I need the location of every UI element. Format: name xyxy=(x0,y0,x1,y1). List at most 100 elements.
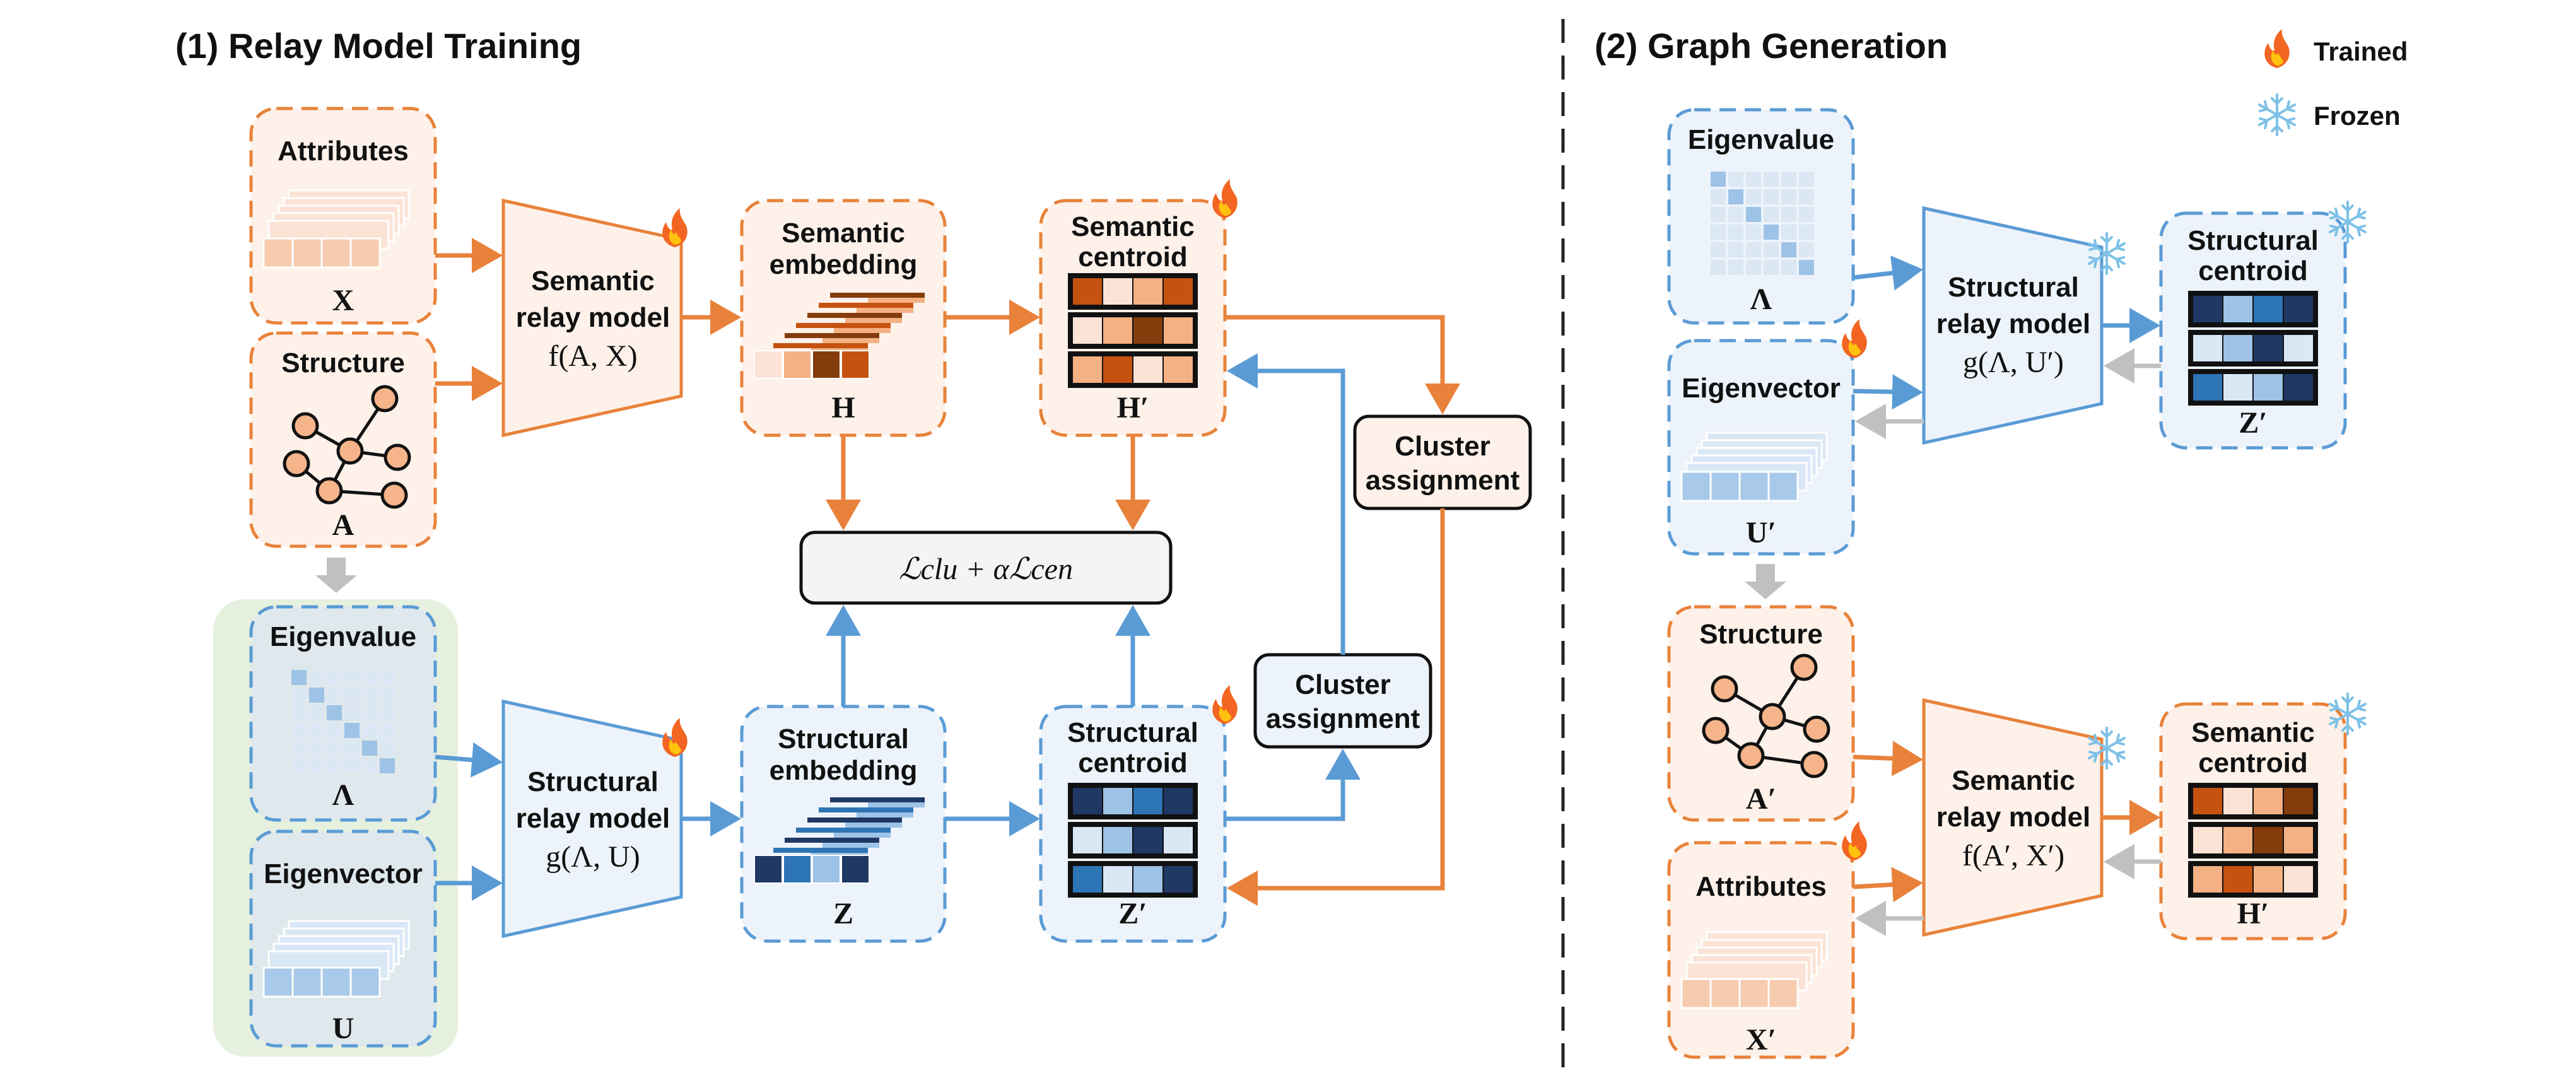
semantic-centroid-matrix xyxy=(1068,273,1198,388)
centroid-cell xyxy=(2252,373,2284,402)
structural-centroid-box: Structural centroid Z′ xyxy=(1039,705,1227,943)
embedding-bar xyxy=(807,818,902,823)
embedding-bar xyxy=(857,308,913,313)
centroid-cell xyxy=(1102,316,1133,345)
legend-frozen-label: Frozen xyxy=(2314,101,2401,131)
right-semantic-model-line1: Semantic xyxy=(1952,765,2075,796)
centroid-cell xyxy=(1072,277,1103,306)
semantic-model-formula: f(A, X) xyxy=(548,339,637,373)
cluster-assignment-bottom: Cluster assignment xyxy=(1253,653,1432,749)
centroid-cell xyxy=(2222,865,2254,894)
eigenvalue-cell xyxy=(1799,225,1814,240)
embedding-cell xyxy=(812,350,841,379)
embedding-cell xyxy=(754,855,783,884)
centroid-cell xyxy=(2283,865,2314,894)
right-attributes-label: Attributes xyxy=(1695,871,1827,902)
embedding-bar xyxy=(796,828,891,833)
eigenvalue-cell xyxy=(344,670,360,685)
fire-icon xyxy=(2264,29,2290,68)
attributes-symbol: X xyxy=(332,284,354,317)
right-semantic-centroid-symbol: H′ xyxy=(2237,897,2269,930)
eigenvalue-cell xyxy=(362,670,377,685)
eigenvalue-cell xyxy=(309,705,324,720)
embedding-bar xyxy=(857,812,913,818)
right-structure-box: Structure A′ xyxy=(1667,605,1855,822)
centroid-cell xyxy=(2252,826,2284,855)
eigenvalue-cell xyxy=(327,741,342,756)
attribute-matrix-stack xyxy=(262,189,410,269)
cluster-bottom-line2: assignment xyxy=(1266,703,1420,734)
eigenvalue-cell xyxy=(1711,242,1726,257)
eigenvalue-cell xyxy=(362,723,377,738)
structure-symbol: A xyxy=(332,508,354,542)
structural-embedding-stack xyxy=(754,797,925,884)
structural-model-line1: Structural xyxy=(527,766,659,797)
embedding-cell xyxy=(754,350,783,379)
semantic-centroid-symbol: H′ xyxy=(1117,391,1149,425)
right-eigenvector-stack xyxy=(1680,431,1828,502)
eigenvalue-cell xyxy=(1728,242,1743,257)
centroid-cell xyxy=(1162,277,1194,306)
centroid-cell xyxy=(1072,865,1103,894)
snowflake-icon xyxy=(2258,93,2296,136)
eigenvalue-cell xyxy=(380,723,395,738)
eigenvalue-cell xyxy=(1764,189,1779,204)
eigenvalue-cell xyxy=(1711,172,1726,187)
semantic-centroid-line2: centroid xyxy=(1078,242,1188,272)
cluster-bottom-line1: Cluster xyxy=(1295,669,1391,700)
centroid-cell xyxy=(2283,787,2314,816)
eigenvalue-cell xyxy=(380,741,395,756)
semantic-embedding-box: Semantic embedding H xyxy=(740,199,947,437)
centroid-cell xyxy=(1132,316,1164,345)
embedding-bar xyxy=(785,838,879,843)
eigenvalue-cell xyxy=(344,688,360,703)
eigenvalue-cell xyxy=(1746,172,1761,187)
eigenvalue-cell xyxy=(1764,225,1779,240)
centroid-cell xyxy=(2283,334,2314,363)
eigenvalue-cell xyxy=(309,670,324,685)
centroid-cell xyxy=(1102,355,1133,384)
eigenvalue-cell xyxy=(344,741,360,756)
legend-trained-label: Trained xyxy=(2314,37,2408,66)
centroid-cell xyxy=(1162,787,1194,816)
eigenvalue-label: Eigenvalue xyxy=(270,621,416,652)
eigenvalue-cell xyxy=(291,758,307,773)
centroid-cell xyxy=(2192,334,2223,363)
embedding-bar xyxy=(834,833,891,838)
eigenvalue-cell xyxy=(1728,225,1743,240)
right-attributes-symbol: X′ xyxy=(1746,1023,1776,1057)
semantic-embedding-symbol: H xyxy=(831,391,855,425)
eigenvalue-cell xyxy=(1711,225,1726,240)
eigenvalue-cell xyxy=(1711,260,1726,275)
structural-embedding-line1: Structural xyxy=(778,724,909,754)
right-eigenvalue-box: Eigenvalue Λ xyxy=(1667,108,1855,325)
eigenvector-symbol: U xyxy=(332,1012,354,1045)
graph-icon xyxy=(1702,653,1830,778)
eigenvalue-cell xyxy=(1746,260,1761,275)
fire-icon xyxy=(1842,821,1867,860)
centroid-cell xyxy=(2192,787,2223,816)
semantic-embedding-stack xyxy=(754,293,925,379)
centroid-cell xyxy=(1102,865,1133,894)
eigenvalue-cell xyxy=(1728,172,1743,187)
eigenvalue-cell xyxy=(1728,207,1743,222)
structural-centroid-line1: Structural xyxy=(1067,717,1198,748)
embedding-bar xyxy=(830,293,925,298)
eigenvalue-cell xyxy=(380,705,395,720)
eigenvalue-cell xyxy=(1764,260,1779,275)
eigenvalue-symbol: Λ xyxy=(332,778,354,812)
eigenvalue-cell xyxy=(380,688,395,703)
centroid-cell xyxy=(1072,355,1103,384)
eigenvalue-cell xyxy=(309,741,324,756)
semantic-relay-model: Semantic relay model f(A, X) xyxy=(501,198,683,438)
eigenvalue-cell xyxy=(362,758,377,773)
eigenvalue-cell xyxy=(362,705,377,720)
right-semantic-model-line2: relay model xyxy=(1936,802,2091,833)
embedding-bar xyxy=(807,313,902,318)
embedding-bar xyxy=(823,338,879,343)
structural-relay-model: Structural relay model g(Λ, U) xyxy=(501,699,683,939)
eigenvalue-cell xyxy=(362,741,377,756)
attributes-label: Attributes xyxy=(278,136,409,167)
eigenvalue-cell xyxy=(1781,225,1796,240)
